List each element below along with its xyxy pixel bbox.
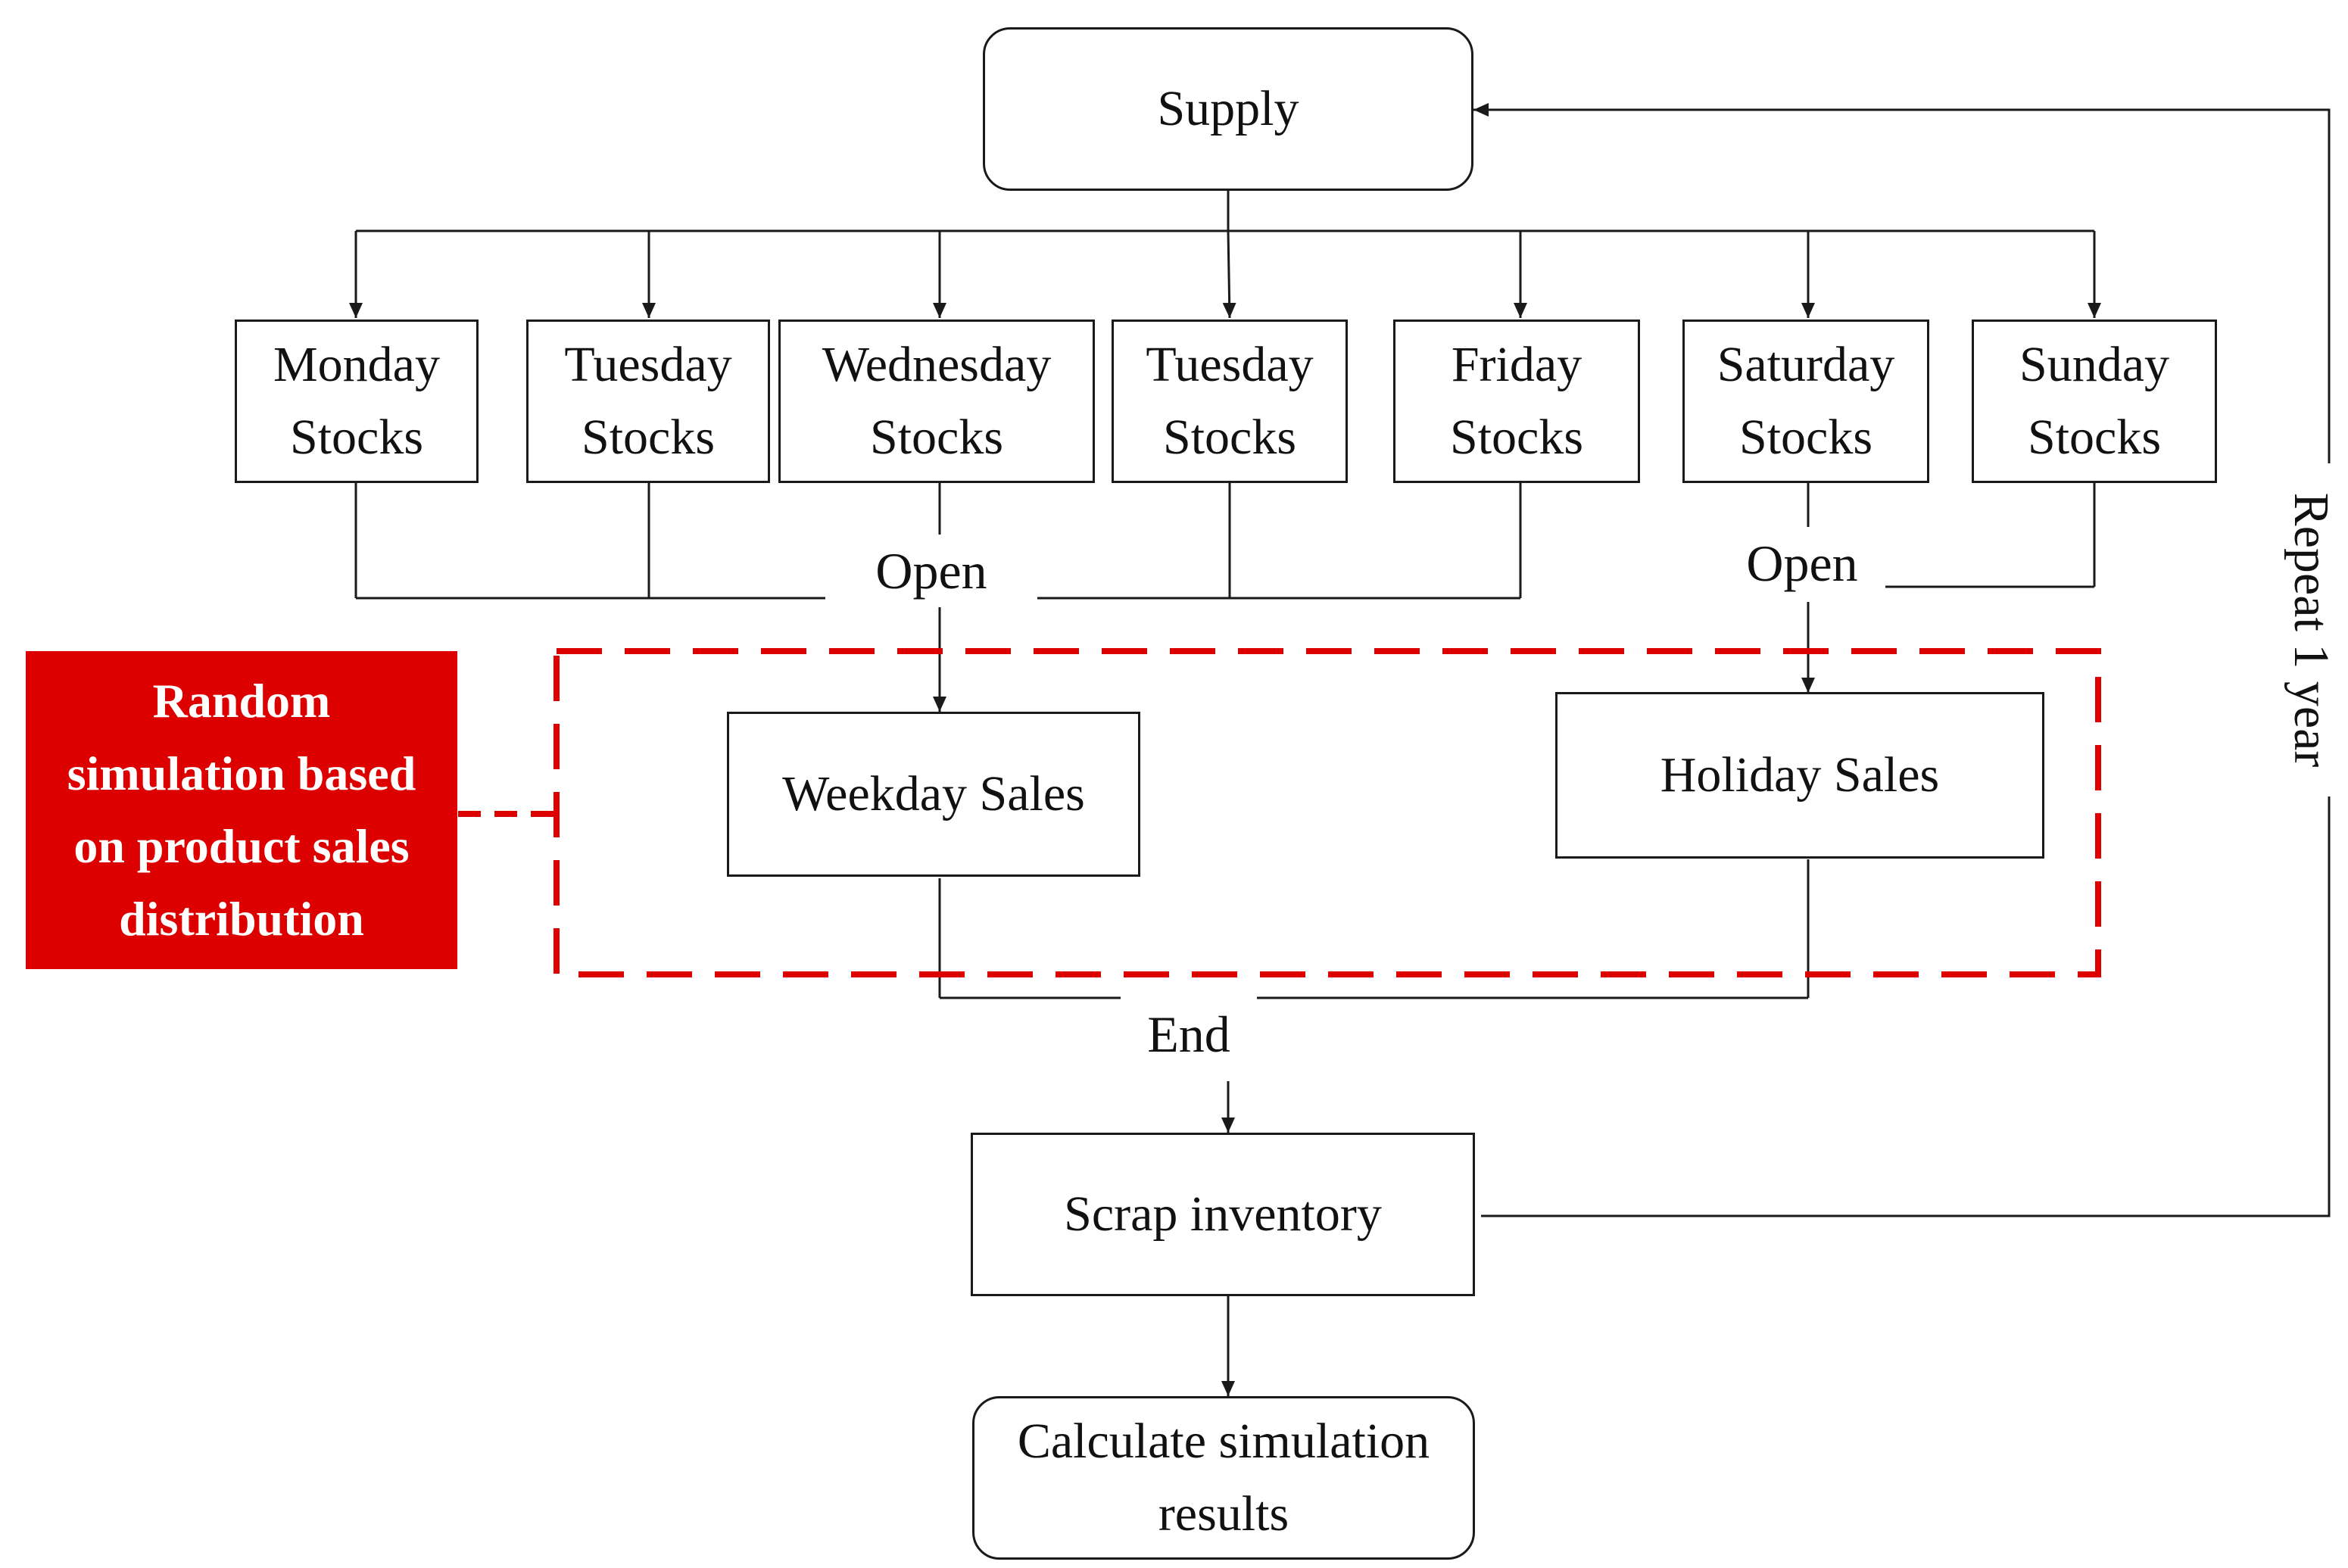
weekday-sales-label: Weekday Sales <box>782 766 1085 821</box>
stock-node-tuesday-1: Tuesday Stocks <box>526 320 770 483</box>
callout-line-4: distribution <box>119 892 364 946</box>
stock-label-line1: Tuesday <box>1146 337 1314 392</box>
stock-label-line2: Stocks <box>289 410 424 465</box>
callout-line-1: Random <box>152 674 331 728</box>
random-simulation-callout: Random simulation based on product sales… <box>26 651 457 969</box>
stock-label-line2: Stocks <box>869 410 1004 465</box>
stock-label-line2: Stocks <box>2027 410 2162 465</box>
results-label-line2: results <box>1158 1486 1289 1542</box>
end-label: End <box>1121 998 1257 1071</box>
arrow-to-tuesday-2 <box>1222 230 1236 319</box>
callout-line-3: on product sales <box>73 819 410 873</box>
stock-label-line1: Monday <box>273 337 440 392</box>
holiday-sales-node: Holiday Sales <box>1555 692 2044 859</box>
stock-node-tuesday-2: Tuesday Stocks <box>1112 320 1348 483</box>
supply-label: Supply <box>1157 81 1299 136</box>
repeat-label: Repeat 1 year <box>2279 463 2343 796</box>
results-label-line1: Calculate simulation <box>1017 1414 1430 1469</box>
open-label-weekend: Open <box>1719 527 1885 600</box>
weekday-sales-node: Weekday Sales <box>727 712 1140 877</box>
stock-label-line2: Stocks <box>1738 410 1873 465</box>
stock-label-line1: Sunday <box>2019 337 2169 392</box>
stock-node-monday: Monday Stocks <box>235 320 479 483</box>
stock-node-sunday: Sunday Stocks <box>1972 320 2217 483</box>
stock-label-line2: Stocks <box>581 410 716 465</box>
stock-label-line1: Saturday <box>1717 337 1895 392</box>
stock-label-line1: Friday <box>1451 337 1582 392</box>
stock-node-wednesday: Wednesday Stocks <box>778 320 1095 483</box>
scrap-inventory-label: Scrap inventory <box>1064 1186 1382 1242</box>
calculate-results-node: Calculate simulation results <box>972 1396 1475 1560</box>
stock-node-friday: Friday Stocks <box>1393 320 1640 483</box>
simulation-region-dashed <box>553 648 2101 977</box>
stock-label-line1: Tuesday <box>564 337 732 392</box>
scrap-inventory-node: Scrap inventory <box>971 1133 1475 1296</box>
connector-repeat-loop <box>1481 108 2331 1217</box>
holiday-sales-label: Holiday Sales <box>1660 747 1940 803</box>
callout-line-2: simulation based <box>67 747 416 800</box>
supply-node: Supply <box>983 27 1473 191</box>
open-label-weekday: Open <box>825 535 1037 607</box>
stock-label-line1: Wednesday <box>822 337 1052 392</box>
stock-label-line2: Stocks <box>1449 410 1584 465</box>
stock-label-line2: Stocks <box>1162 410 1297 465</box>
stock-node-saturday: Saturday Stocks <box>1682 320 1929 483</box>
